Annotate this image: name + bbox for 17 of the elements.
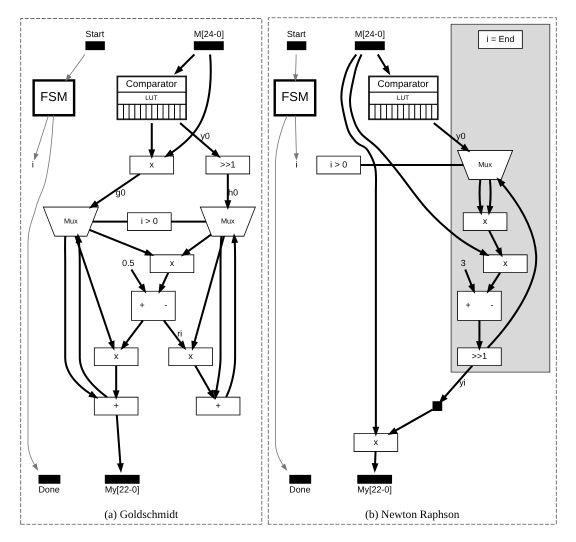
node-label: Done xyxy=(38,484,60,495)
node-label: Start xyxy=(286,29,306,40)
node-label: Done xyxy=(288,484,310,495)
edge-label: ri xyxy=(176,328,182,338)
node-text: 3 xyxy=(460,258,466,268)
node-label: M[24-0] xyxy=(354,29,384,40)
node-label: M[24-0] xyxy=(193,29,224,40)
edge-label: y0 xyxy=(200,130,210,141)
node-text: i xyxy=(31,159,34,170)
edge-label: yi xyxy=(458,378,466,388)
node-text: i xyxy=(295,159,298,170)
node-label: My[22-0] xyxy=(356,484,392,495)
node-text: 0.5 xyxy=(122,258,134,268)
node-label: Start xyxy=(84,29,104,40)
node-label: My[22-0] xyxy=(104,484,139,495)
edge-label: g0 xyxy=(115,188,126,198)
edge-label: y0 xyxy=(456,130,466,141)
